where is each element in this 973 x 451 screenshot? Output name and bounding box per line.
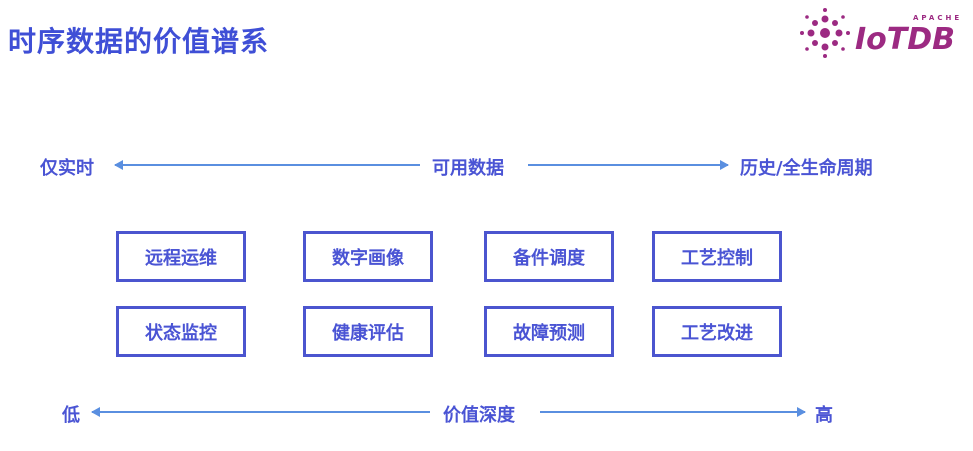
- iotdb-logo-icon: APACHE IoTDB: [800, 8, 962, 58]
- axis-label-low: 低: [62, 405, 80, 426]
- arrow-left-bottom: [91, 407, 430, 417]
- box-fault-predict: 故障预测: [484, 306, 614, 357]
- box-remote-ops: 远程运维: [116, 231, 246, 282]
- slide-title: 时序数据的价值谱系: [8, 25, 270, 58]
- box-health-eval: 健康评估: [303, 306, 433, 357]
- arrow-right-bottom: [540, 407, 806, 417]
- axis-label-history: 历史/全生命周期: [740, 158, 873, 179]
- axis-label-realtime: 仅实时: [40, 158, 94, 179]
- box-spare-parts: 备件调度: [484, 231, 614, 282]
- box-process-improve: 工艺改进: [652, 306, 782, 357]
- logo-iotdb: IoTDB: [855, 22, 955, 57]
- box-digital-profile: 数字画像: [303, 231, 433, 282]
- axis-label-high: 高: [815, 405, 833, 426]
- iotdb-logo: APACHE IoTDB: [795, 5, 965, 60]
- arrow-left: [114, 160, 420, 170]
- axis-label-available-data: 可用数据: [432, 158, 504, 179]
- box-process-control: 工艺控制: [652, 231, 782, 282]
- box-status-monitor: 状态监控: [116, 306, 246, 357]
- logo-apache: APACHE: [913, 14, 962, 22]
- axis-label-value-depth: 价值深度: [443, 405, 515, 426]
- arrow-right: [528, 160, 729, 170]
